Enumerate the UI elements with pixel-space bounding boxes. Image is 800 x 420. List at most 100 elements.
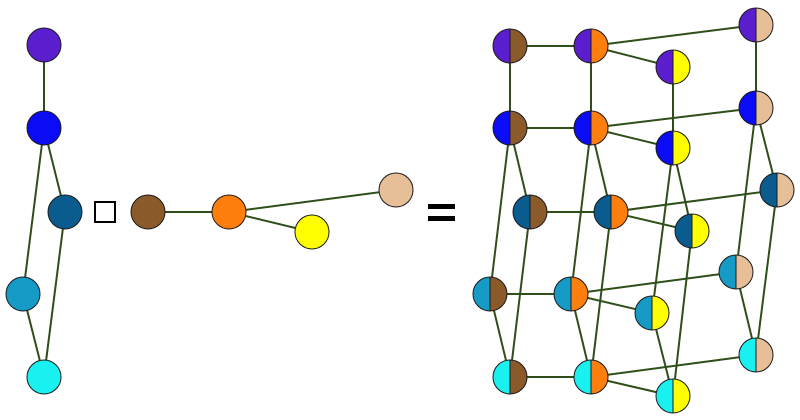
product-vertex <box>573 28 609 64</box>
vertex-outline <box>573 28 609 64</box>
product-edge-g-copy <box>489 127 511 295</box>
vertex-left-half <box>493 29 510 63</box>
vertex-outline <box>593 194 629 230</box>
product-edge-g-copy <box>672 230 693 397</box>
vertex-left-half <box>594 195 611 229</box>
vertex-left-half <box>739 8 756 42</box>
vertex-right-half <box>591 29 608 63</box>
vertex-left-half <box>656 50 673 84</box>
product-vertex <box>738 337 774 373</box>
graph-h-vertex <box>130 194 166 230</box>
vertex-left-half <box>719 255 736 289</box>
vertex-right-half <box>611 195 628 229</box>
product-edge-h-copy <box>590 354 757 378</box>
vertex-outline <box>738 7 774 43</box>
vertex-outline <box>634 295 670 331</box>
vertex-left-half <box>493 111 510 145</box>
vertex-outline <box>573 110 609 146</box>
product-edge-g-copy <box>651 147 674 314</box>
vertex-right-half <box>530 195 547 229</box>
product-vertex <box>492 28 528 64</box>
product-operator <box>94 201 116 223</box>
vertex-outline <box>738 337 774 373</box>
equals-bar-top <box>428 204 455 209</box>
product-graph-vertices <box>472 7 795 414</box>
product-vertex <box>738 90 774 126</box>
product-edge-h-copy <box>590 24 757 47</box>
product-vertex <box>655 49 691 85</box>
product-vertex <box>674 213 710 249</box>
graph-h-vertex <box>211 194 247 230</box>
vertex-right-half <box>591 111 608 145</box>
vertex-left-half <box>574 29 591 63</box>
vertex-outline <box>655 378 691 414</box>
product-vertex <box>553 276 589 312</box>
product-edge-g-copy <box>590 211 612 378</box>
product-vertex <box>573 359 609 395</box>
product-vertex <box>593 194 629 230</box>
graph-h-edge <box>228 189 397 213</box>
vertex-outline <box>492 359 528 395</box>
product-vertex <box>512 194 548 230</box>
vertex-left-half <box>513 195 530 229</box>
product-edge-h-copy <box>610 189 778 213</box>
vertex-left-half <box>574 360 591 394</box>
product-vertex <box>655 378 691 414</box>
graph-h-edges <box>148 189 397 233</box>
vertex-right-half <box>673 131 690 165</box>
box-square-icon <box>94 201 116 223</box>
vertex-right-half <box>777 173 794 207</box>
equals-sign <box>428 204 455 221</box>
graph-g-vertex <box>47 194 83 230</box>
vertex-outline <box>512 194 548 230</box>
graph-g-vertex <box>26 110 62 146</box>
product-vertex <box>718 254 754 290</box>
product-edge-h-copy <box>570 271 737 295</box>
vertex-outline <box>718 254 754 290</box>
vertex-outline <box>674 213 710 249</box>
graph-g-edge <box>22 127 45 295</box>
vertex-outline <box>573 359 609 395</box>
vertex-right-half <box>490 277 507 311</box>
graph-h-vertex <box>294 214 330 250</box>
product-edge-g-copy <box>735 107 757 273</box>
vertex-outline <box>759 172 795 208</box>
vertex-right-half <box>652 296 669 330</box>
graph-h-vertex <box>378 172 414 208</box>
vertex-right-half <box>692 214 709 248</box>
product-vertex <box>655 130 691 166</box>
product-edge-g-copy <box>755 189 778 356</box>
product-vertex <box>634 295 670 331</box>
graph-g-vertex <box>26 359 62 395</box>
vertex-outline <box>655 130 691 166</box>
vertex-outline <box>492 110 528 146</box>
vertex-left-half <box>656 131 673 165</box>
vertex-right-half <box>510 111 527 145</box>
vertex-right-half <box>756 91 773 125</box>
product-vertex <box>738 7 774 43</box>
vertex-outline <box>472 276 508 312</box>
vertex-left-half <box>554 277 571 311</box>
vertex-right-half <box>510 360 527 394</box>
vertex-right-half <box>510 29 527 63</box>
graph-g-vertex <box>5 276 41 312</box>
vertex-left-half <box>635 296 652 330</box>
vertex-left-half <box>656 379 673 413</box>
vertex-left-half <box>574 111 591 145</box>
product-vertex <box>573 110 609 146</box>
equals-bar-bottom <box>428 216 455 221</box>
vertex-right-half <box>756 338 773 372</box>
vertex-right-half <box>673 50 690 84</box>
product-vertex <box>492 110 528 146</box>
vertex-left-half <box>760 173 777 207</box>
graph-g-vertices <box>5 27 83 395</box>
vertex-right-half <box>591 360 608 394</box>
graph-h-vertices <box>130 172 414 250</box>
vertex-left-half <box>473 277 490 311</box>
vertex-right-half <box>736 255 753 289</box>
graph-g-edge <box>43 211 66 378</box>
vertex-right-half <box>756 8 773 42</box>
product-edge-g-copy <box>570 127 592 295</box>
